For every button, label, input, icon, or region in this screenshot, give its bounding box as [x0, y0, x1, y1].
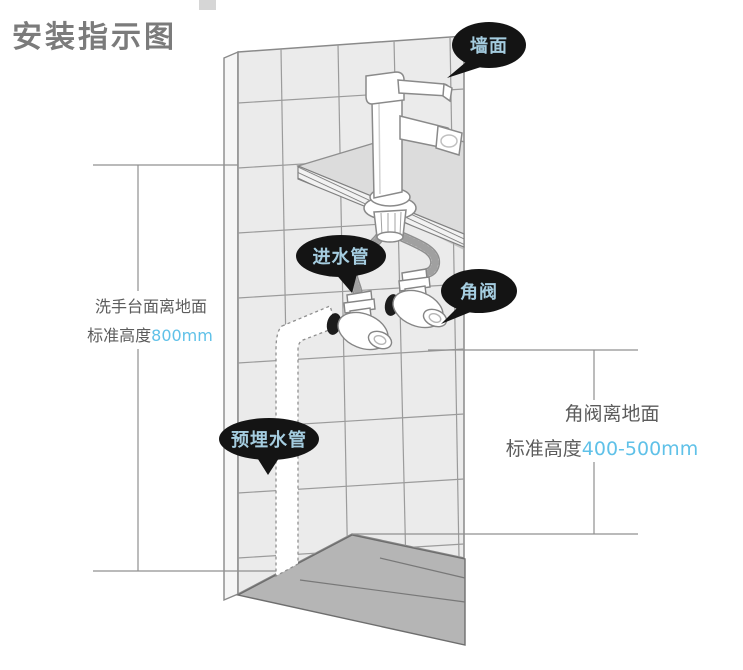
inlet-pipe-callout-bubble [296, 235, 386, 277]
callout-bubbles: 墙面 进水管 角阀 预埋水管 [219, 22, 526, 475]
nut-rib [399, 211, 402, 237]
angle-valve-callout-bubble [441, 269, 517, 313]
counter-height-prefix: 标准高度 [87, 326, 151, 345]
embedded-pipe-callout-label: 预埋水管 [231, 429, 307, 451]
valve-wall-socket [326, 313, 342, 335]
valve-height-value: 400-500mm [582, 438, 698, 460]
valve-cap-detail [373, 334, 387, 346]
tile-grout-line [337, 43, 349, 583]
floor-plank-line [299, 579, 466, 603]
embedded-pipe-callout-tail [256, 455, 281, 475]
angle-valve-callout-label: 角阀 [460, 281, 498, 303]
faucet-body [371, 97, 403, 199]
faucet-aerator [435, 125, 463, 156]
wall-side-face [223, 50, 239, 602]
nut-rib [380, 212, 383, 237]
counter-height-value: 800mm [151, 326, 213, 345]
embedded-pipe-callout-bubble [219, 418, 319, 460]
aerator-detail [440, 134, 458, 148]
dimension-labels: 洗手台面离地面 标准高度800mm 角阀离地面 标准高度400-500mm [87, 297, 698, 460]
faucet [363, 71, 463, 243]
floor-plank-line [379, 557, 466, 579]
valve-cap [367, 330, 393, 350]
faucet-body-highlight [378, 102, 381, 195]
faucet-handle-block [365, 71, 405, 105]
valve-cap-detail [428, 312, 442, 324]
valve-height-label-line2: 标准高度400-500mm [506, 438, 698, 460]
dimension-lines [93, 164, 638, 572]
embedded-pipe-outline [275, 305, 338, 578]
wall-callout: 墙面 [447, 22, 526, 78]
inlet-pipe-callout: 进水管 [296, 235, 386, 293]
right-angle-valve [384, 268, 448, 329]
angle-valve-callout: 角阀 [441, 269, 517, 324]
embedded-pipe-callout: 预埋水管 [219, 418, 319, 475]
image-edge-artifact [199, 0, 216, 10]
floor [235, 534, 466, 646]
page-title: 安装指示图 [12, 20, 177, 55]
wall-callout-label: 墙面 [470, 35, 508, 57]
counter-height-label-line1: 洗手台面离地面 [95, 297, 207, 316]
faucet-nut-bottom [376, 231, 404, 243]
left-angle-valve [326, 290, 393, 351]
valve-height-label-line1: 角阀离地面 [564, 403, 659, 425]
faucet-lever-tip [442, 82, 453, 103]
counter-height-label-line2: 标准高度800mm [87, 326, 213, 345]
wall-callout-bubble [452, 22, 526, 68]
valve-height-prefix: 标准高度 [506, 438, 582, 460]
valve-cap [422, 308, 448, 328]
embedded-water-pipe [275, 305, 338, 578]
inlet-pipe-callout-label: 进水管 [313, 246, 370, 268]
floor-surface [235, 534, 466, 646]
